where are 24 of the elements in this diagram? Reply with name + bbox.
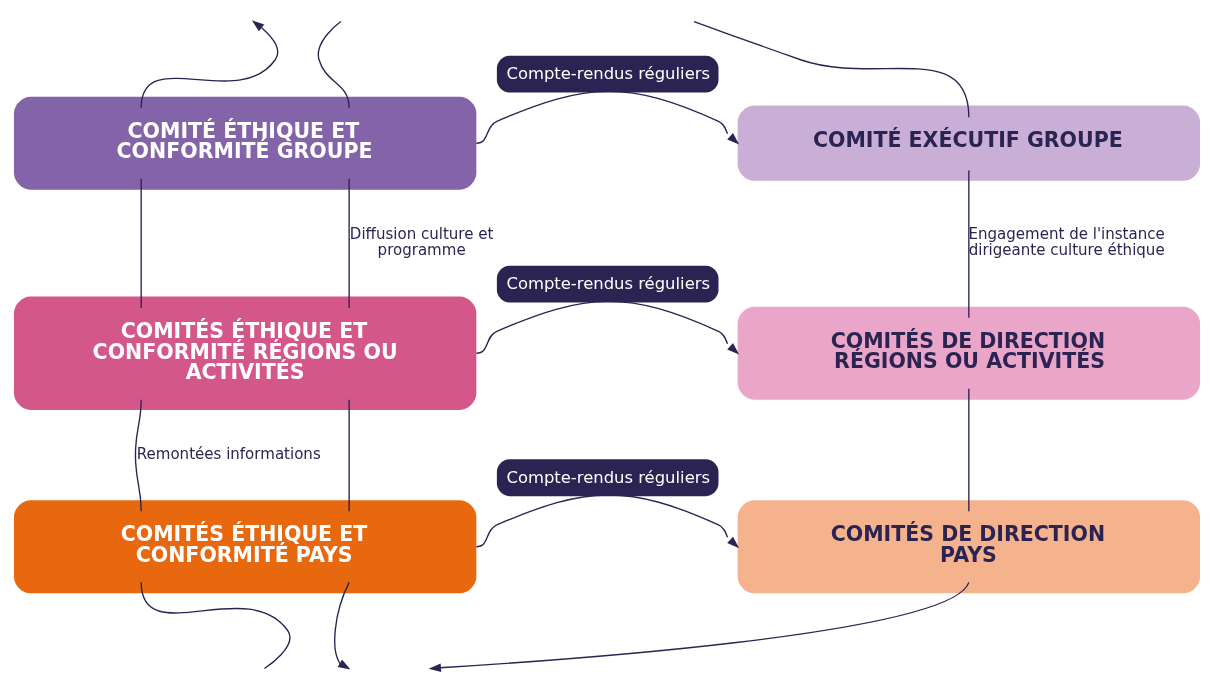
connector	[968, 387, 970, 512]
edge-label: Compte-rendus réguliers	[506, 273, 711, 293]
connector	[693, 20, 970, 118]
connector	[134, 398, 142, 512]
connector	[140, 581, 291, 669]
edge-label: Compte-rendus réguliers	[506, 467, 711, 487]
edge-label: Engagement de l'instance dirigeante culture éthique	[968, 224, 1165, 259]
node-box: COMITÉ EXÉCUTIF GROUPE	[737, 105, 1201, 181]
connector	[348, 398, 350, 512]
node-box: COMITÉS DE DIRECTION RÉGIONS OU ACTIVITÉS	[737, 306, 1201, 400]
edge-label: Compte-rendus réguliers	[506, 63, 711, 83]
node-box: COMITÉS DE DIRECTION PAYS	[737, 499, 1201, 593]
connector	[317, 20, 350, 108]
connector	[140, 177, 142, 309]
arrow	[140, 19, 279, 108]
edge-label: Remontées informations	[136, 444, 321, 463]
arrow	[428, 581, 970, 672]
connector	[348, 177, 350, 309]
edge-label: Diffusion culture et programme	[349, 224, 494, 259]
node-box: COMITÉS ÉTHIQUE ET CONFORMITÉ RÉGIONS OU ACTIVITÉS	[13, 295, 477, 410]
node-box: COMITÉS ÉTHIQUE ET CONFORMITÉ PAYS	[13, 499, 477, 593]
connector	[968, 169, 970, 318]
node-box: COMITÉ ÉTHIQUE ET CONFORMITÉ GROUPE	[13, 96, 477, 190]
arrow	[334, 581, 351, 670]
